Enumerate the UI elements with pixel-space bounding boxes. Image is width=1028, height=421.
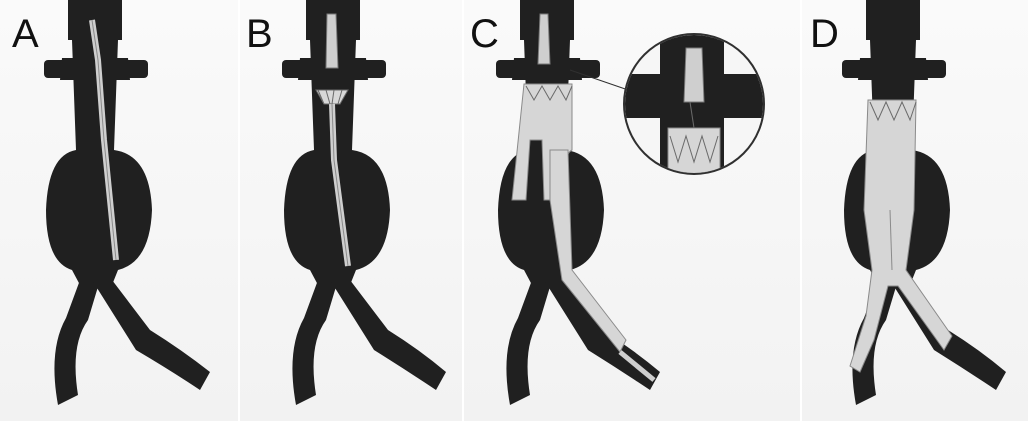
aorta-vessel [282, 0, 446, 405]
panel-label-a: A [12, 14, 39, 54]
panel-a: A [0, 0, 238, 421]
panel-c-illustration [464, 0, 800, 421]
graft-top-device [326, 14, 338, 68]
panel-d: D [802, 0, 1028, 421]
panel-label-c: C [470, 14, 499, 54]
aorta-vessel [496, 0, 660, 405]
panel-b-illustration [240, 0, 462, 421]
panel-c: C [464, 0, 800, 421]
panel-a-illustration [0, 0, 238, 421]
panel-d-illustration [802, 0, 1028, 421]
panel-label-b: B [246, 14, 273, 54]
magnified-inset [570, 20, 774, 190]
panel-b: B [240, 0, 462, 421]
panel-label-d: D [810, 14, 839, 54]
graft-top-device [538, 14, 550, 64]
aorta-vessel [44, 0, 210, 405]
